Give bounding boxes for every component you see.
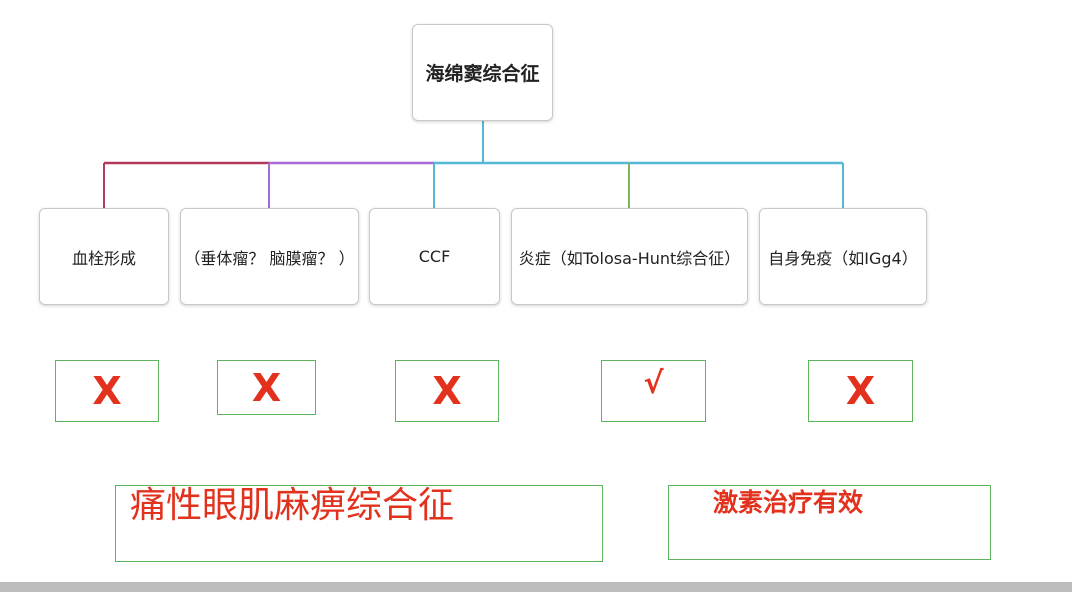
result-mark-3: X — [395, 360, 499, 422]
root-node: 海绵窦综合征 — [412, 24, 553, 121]
child-node-tumor: （垂体瘤？ 脑膜瘤？ ） — [180, 208, 359, 305]
result-mark-1: X — [55, 360, 159, 422]
child-node-inflammation: 炎症（如Tolosa-Hunt综合征） — [511, 208, 748, 305]
result-mark-2: X — [217, 360, 316, 415]
child-node-thrombosis: 血栓形成 — [39, 208, 169, 305]
bottom-bar — [0, 582, 1072, 592]
note-steroid-effective: 激素治疗有效 — [668, 485, 991, 560]
result-mark-4: √ — [601, 360, 706, 422]
child-node-ccf: CCF — [369, 208, 500, 305]
note-painful-ophthalmoplegia: 痛性眼肌麻痹综合征 — [115, 485, 603, 562]
result-mark-5: X — [808, 360, 913, 422]
child-node-autoimmune: 自身免疫（如IGg4） — [759, 208, 927, 305]
